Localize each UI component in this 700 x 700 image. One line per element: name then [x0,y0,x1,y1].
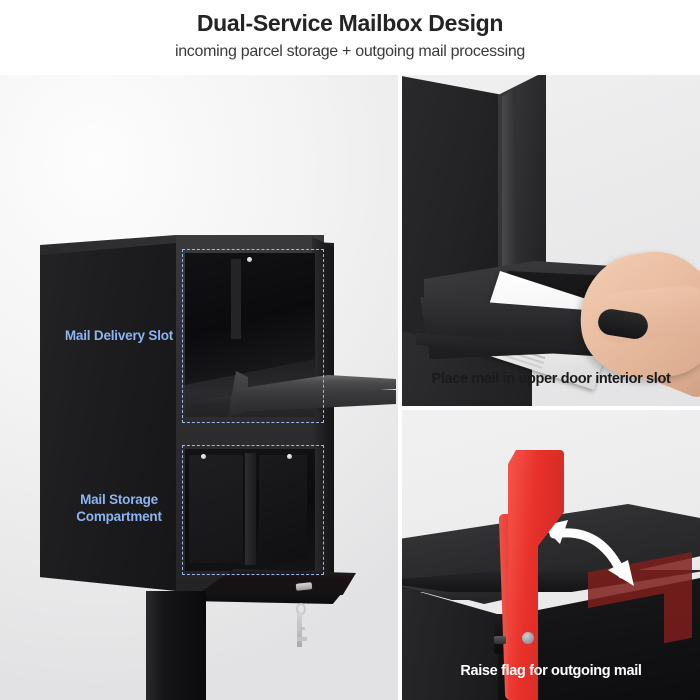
storage-plate-left [189,455,243,563]
screw-icon [247,257,252,262]
storage-plate-right [259,455,307,559]
page-title: Dual-Service Mailbox Design [196,10,504,36]
flag-pivot-pin [522,632,534,644]
key-tooth-upper [297,627,305,630]
cavity-inner-wall [231,259,241,339]
panel-raise-flag: Raise flag for outgoing mail [402,410,700,700]
screw-icon [287,454,292,459]
lower-storage-cavity [185,449,315,571]
panel-divider-horizontal [402,406,700,410]
key-icon [297,613,302,647]
label-mail-storage-compartment: Mail Storage Compartment [76,492,162,524]
screw-icon [201,454,206,459]
page-subtitle: incoming parcel storage + outgoing mail … [174,43,526,60]
caption-raise-flag: Raise flag for outgoing mail [460,663,642,679]
panel-cutaway-mailbox: Mail Delivery Slot Mail Storage Compartm… [0,75,398,700]
panel-place-mail: Place mail in upper door interior slot [402,75,700,406]
key-tooth-lower [297,637,307,641]
mailbox-right-edge [312,237,334,589]
panel-divider-vertical [398,75,402,700]
header: Dual-Service Mailbox Design incoming par… [0,0,700,75]
label-mail-delivery-slot: Mail Delivery Slot [64,328,174,343]
flag-mount-bolt [494,636,506,644]
storage-door-edge [190,592,343,604]
storage-divider [245,453,256,565]
mailbox-left-face [40,243,176,591]
caption-place-mail: Place mail in upper door interior slot [431,371,671,387]
mounting-post-highlight [146,591,162,700]
rotation-arrow-icon [542,520,634,586]
